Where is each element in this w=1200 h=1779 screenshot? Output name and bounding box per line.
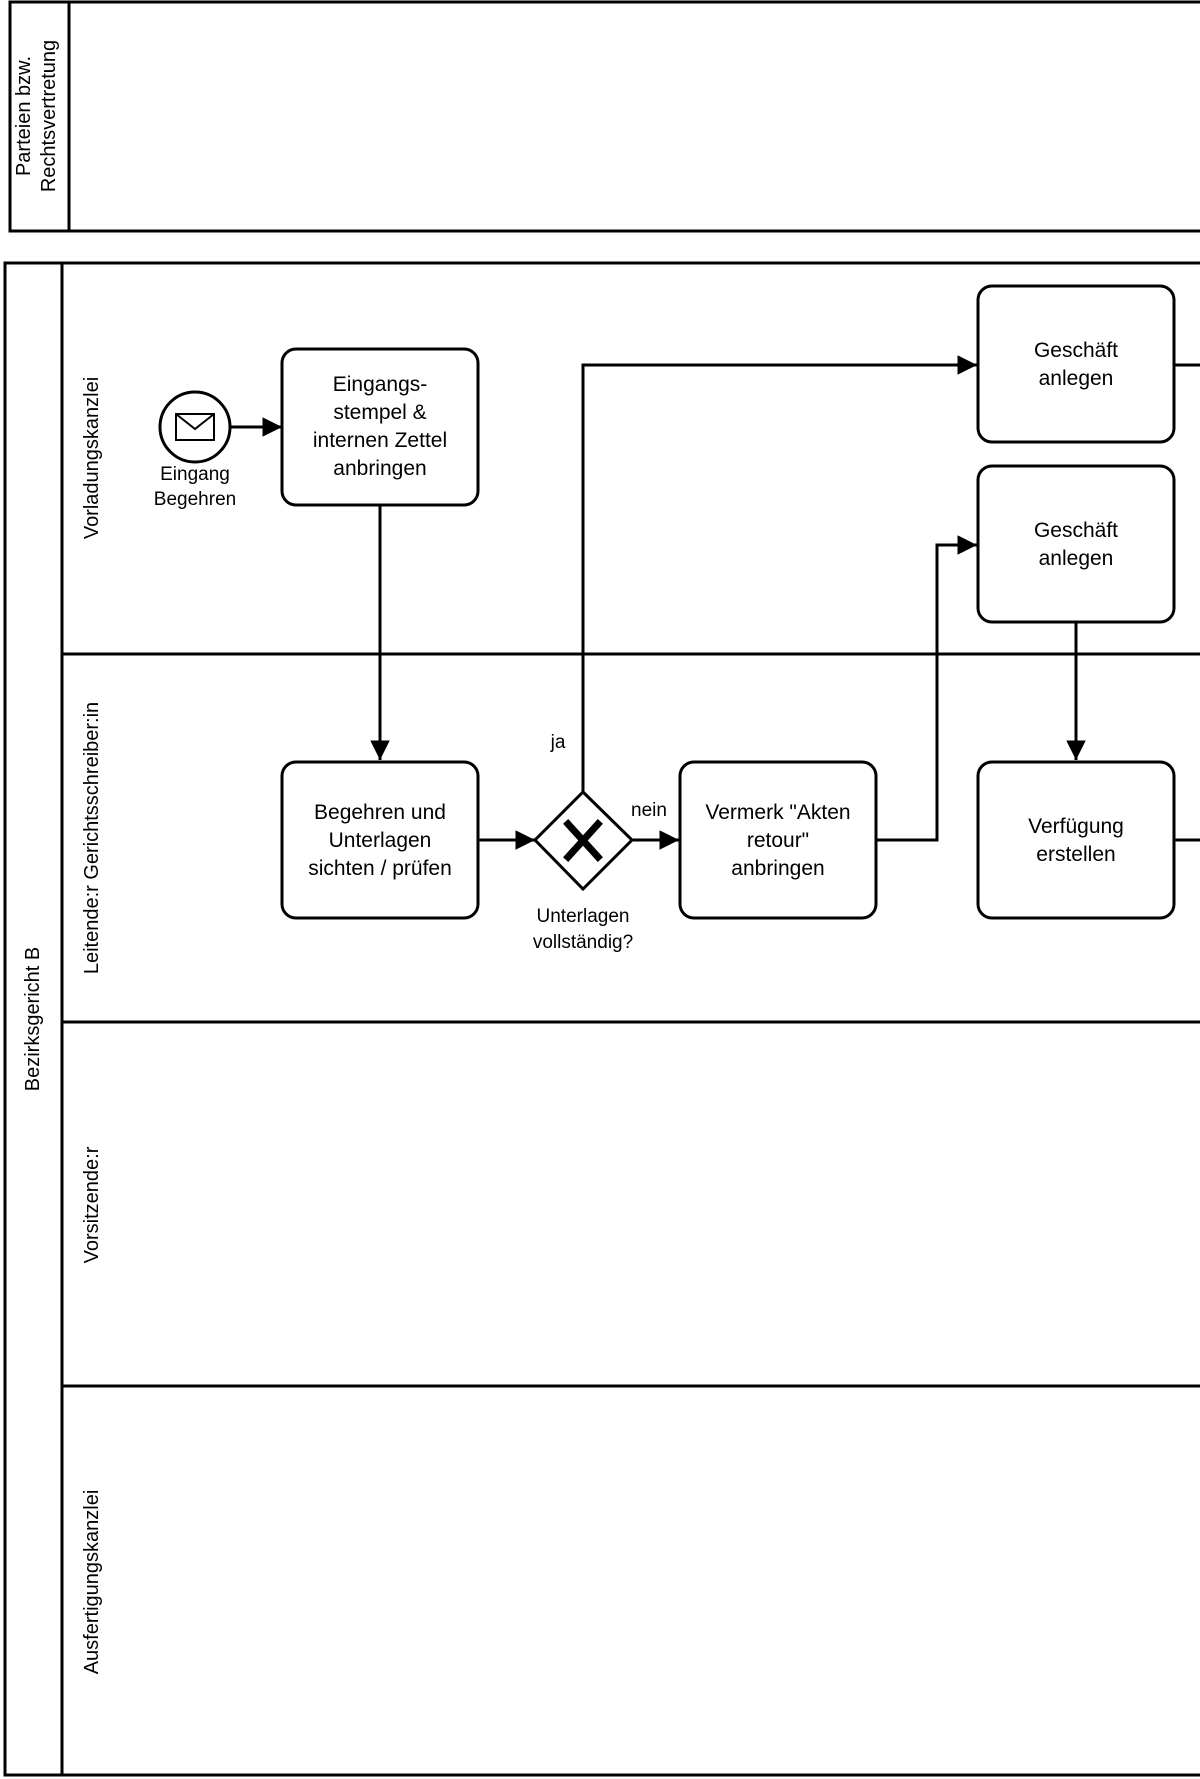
lane-ausfertigung-label: Ausfertigungskanzlei <box>81 1490 103 1675</box>
exclusive-gateway[interactable]: ja nein Unterlagen vollständig? <box>533 732 667 953</box>
lane-vorladungskanzlei[interactable]: Vorladungskanzlei <box>81 377 103 539</box>
lane-vorsitz-label: Vorsitzende:r <box>81 1146 103 1263</box>
task-geschaeft1-line: anlegen <box>1039 367 1114 390</box>
gateway-yes-label: ja <box>550 732 566 753</box>
task-verfuegung-line: erstellen <box>1036 843 1115 866</box>
task-eingangsstempel-line: internen Zettel <box>313 429 447 452</box>
lane-ausfertigung[interactable]: Ausfertigungskanzlei <box>81 1490 103 1675</box>
task-eingangsstempel-line: stempel & <box>333 401 426 424</box>
envelope-icon <box>175 413 215 441</box>
lane-gerichtsschreiber[interactable]: Leitende:r Gerichtsschreiber:in <box>81 702 103 974</box>
start-event-label-line1: Eingang <box>160 464 230 485</box>
pool-court[interactable]: Bezirksgericht B <box>3 261 1200 1777</box>
task-vermerk-line: Vermerk "Akten <box>705 801 850 824</box>
gateway-label-line2: vollständig? <box>533 932 633 953</box>
task-vermerk-line: retour" <box>747 829 809 852</box>
gateway-label-line1: Unterlagen <box>537 906 630 927</box>
task-verfuegung-line: Verfügung <box>1028 815 1124 838</box>
task-sichten-pruefen[interactable]: Begehren und Unterlagen sichten / prüfen <box>280 760 480 920</box>
task-sichten-line: Unterlagen <box>329 829 432 852</box>
start-event[interactable]: Eingang Begehren <box>154 390 236 510</box>
task-verfuegung-erstellen[interactable]: Verfügung erstellen <box>976 760 1176 920</box>
task-vermerk-line: anbringen <box>731 857 824 880</box>
pool-court-label: Bezirksgericht B <box>22 947 44 1092</box>
pool-parties-label-line2: Rechtsvertretung <box>38 40 60 192</box>
task-vermerk-akten-retour[interactable]: Vermerk "Akten retour" anbringen <box>678 760 878 920</box>
task-geschaeft1-line: Geschäft <box>1034 339 1118 362</box>
task-sichten-line: sichten / prüfen <box>308 857 452 880</box>
task-eingangsstempel[interactable]: Eingangs- stempel & internen Zettel anbr… <box>280 347 480 507</box>
task-geschaeft-anlegen-2[interactable]: Geschäft anlegen <box>976 464 1176 624</box>
task-eingangsstempel-line: Eingangs- <box>333 373 428 396</box>
flow-gateway-yes[interactable] <box>581 355 977 792</box>
flow-vermerk-to-geschaeft[interactable] <box>877 535 977 842</box>
pool-parties-label-line1: Parteien bzw. <box>13 56 35 176</box>
gateway-no-label: nein <box>631 800 667 821</box>
lane-gerichtsschreiber-label: Leitende:r Gerichtsschreiber:in <box>81 702 103 974</box>
task-geschaeft-anlegen-1[interactable]: Geschäft anlegen <box>976 284 1176 444</box>
task-sichten-line: Begehren und <box>314 801 446 824</box>
exclusive-x-icon <box>563 819 603 862</box>
lane-vorladungskanzlei-label: Vorladungskanzlei <box>81 377 103 539</box>
task-geschaeft2-line: anlegen <box>1039 547 1114 570</box>
start-event-label-line2: Begehren <box>154 489 236 510</box>
pool-parties[interactable]: Parteien bzw. Rechtsvertretung <box>8 0 1200 233</box>
lane-vorsitz[interactable]: Vorsitzende:r <box>81 1146 103 1263</box>
task-geschaeft2-line: Geschäft <box>1034 519 1118 542</box>
task-eingangsstempel-line: anbringen <box>333 457 426 480</box>
